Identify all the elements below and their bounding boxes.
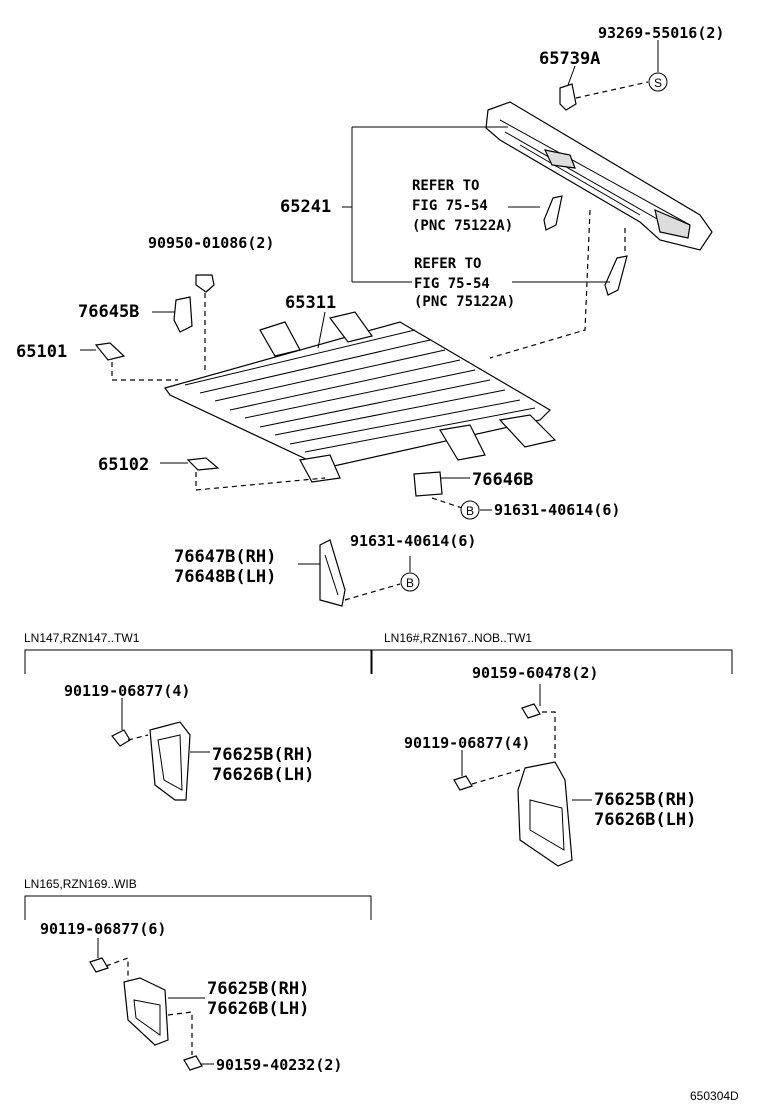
marker-b2-letter: B [406, 576, 414, 590]
mudflap-s1 [149, 721, 191, 801]
section-2-header: LN16#,RZN167..NOB..TW1 [384, 631, 532, 645]
label-90950-01086: 90950-01086(2) [148, 234, 274, 252]
label-76647b-rh: 76647B(RH) [174, 547, 276, 567]
refer-note-1-line2: FIG 75-54 [412, 198, 488, 214]
label-65102: 65102 [98, 455, 149, 475]
marker-s-letter: S [654, 76, 662, 90]
bolt-90159-s3 [183, 1055, 203, 1071]
mudflap-s2 [517, 761, 573, 867]
section-2-bolt: 90119-06877(4) [404, 734, 530, 752]
section-1-rh: 76625B(RH) [212, 745, 314, 765]
bracket-65101 [94, 342, 126, 361]
section-1-header: LN147,RZN147..TW1 [24, 631, 140, 645]
section-2-lh: 76626B(LH) [594, 810, 696, 830]
marker-b2 [400, 572, 420, 592]
bracket-76645b [173, 296, 193, 333]
marker-s [648, 72, 668, 92]
section-3-lh: 76626B(LH) [207, 999, 309, 1019]
label-65101: 65101 [16, 342, 67, 362]
bracket-65102 [186, 457, 220, 471]
bracket-65739a [559, 83, 577, 111]
section-1-bolt: 90119-06877(4) [64, 682, 190, 700]
label-91631-40614-b: 91631-40614(6) [350, 532, 476, 550]
label-76646b: 76646B [472, 470, 533, 490]
refer-note-1-line3: (PNC 75122A) [412, 218, 513, 234]
floor-deck [164, 311, 557, 483]
bolt-90119-s1 [111, 729, 131, 747]
refer-note-2-line1: REFER TO [414, 256, 481, 272]
label-65311: 65311 [285, 293, 336, 313]
rear-sill-panel [485, 101, 713, 251]
label-76648b-lh: 76648B(LH) [174, 567, 276, 587]
label-65241: 65241 [280, 197, 331, 217]
label-76645b: 76645B [78, 302, 139, 322]
bracket-76646b [413, 471, 443, 497]
label-93269-55016: 93269-55016(2) [598, 24, 724, 42]
refer-note-2-line2: FIG 75-54 [414, 276, 490, 292]
plug-90950 [195, 274, 215, 293]
marker-b1-letter: B [466, 504, 474, 518]
hook-lower [604, 255, 628, 296]
section-3-header: LN165,RZN169..WIB [24, 877, 137, 891]
marker-b1 [460, 500, 480, 520]
section-3-bolt: 90119-06877(6) [40, 920, 166, 938]
section-2-bolt-top: 90159-60478(2) [472, 664, 598, 682]
hook-upper [543, 195, 563, 231]
label-65739a: 65739A [539, 49, 600, 69]
refer-note-2-line3: (PNC 75122A) [414, 294, 515, 310]
mudflap-s3 [123, 977, 169, 1046]
section-1-lh: 76626B(LH) [212, 765, 314, 785]
refer-note-1-line1: REFER TO [412, 178, 479, 194]
bracket-76647b [319, 539, 346, 607]
bolt-90119-s2 [453, 775, 473, 791]
section-3-bolt-bottom: 90159-40232(2) [216, 1056, 342, 1074]
diagram-code: 650304D [690, 1089, 739, 1103]
bolt-90119-s3 [89, 957, 109, 973]
section-2-rh: 76625B(RH) [594, 790, 696, 810]
bolt-90159-s2 [521, 703, 541, 719]
label-91631-40614-a: 91631-40614(6) [494, 501, 620, 519]
section-3-rh: 76625B(RH) [207, 979, 309, 999]
